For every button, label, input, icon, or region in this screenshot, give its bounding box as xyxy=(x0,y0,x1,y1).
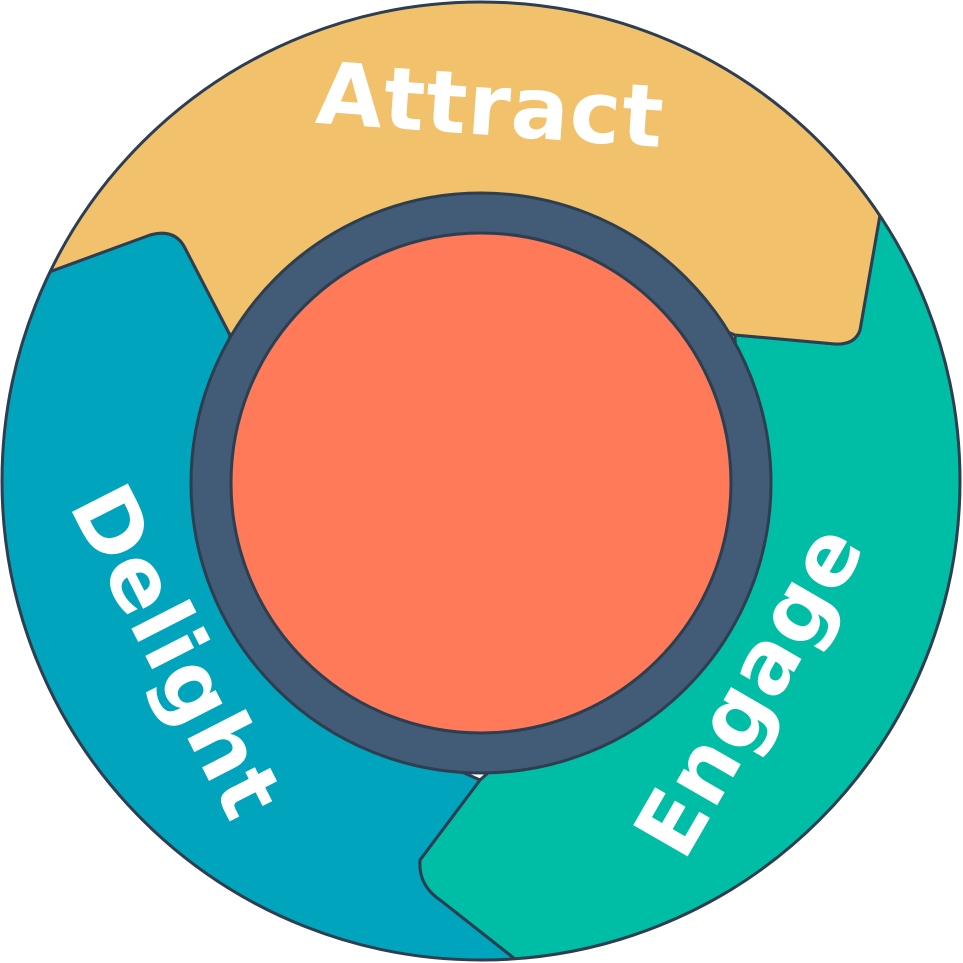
attract-segment[interactable] xyxy=(0,0,963,346)
hub-center[interactable] xyxy=(229,231,733,735)
attract-label: Attract xyxy=(313,44,667,168)
